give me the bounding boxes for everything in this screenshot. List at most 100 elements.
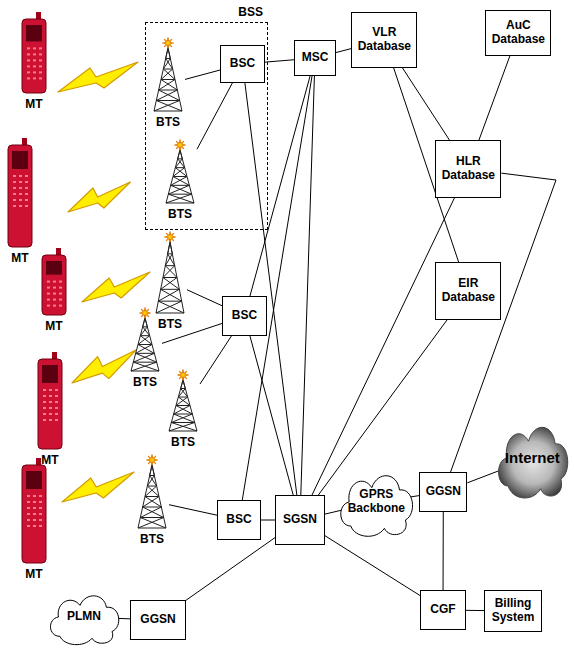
shape-part	[136, 353, 155, 354]
shape-part	[498, 427, 567, 498]
node-label: AuC Database	[490, 19, 546, 47]
shape-part	[39, 519, 42, 521]
connector-line	[250, 76, 310, 296]
shape-part	[39, 71, 42, 73]
shape-part	[133, 362, 156, 363]
shape-part	[131, 371, 159, 372]
shape-part	[39, 501, 42, 503]
shape-part	[39, 77, 42, 79]
shape-part	[43, 407, 46, 409]
mobile-phone-symbol	[18, 12, 50, 94]
node-label: GPRS Backbone	[344, 488, 408, 516]
shape-part	[165, 265, 174, 266]
shape-part	[163, 277, 177, 278]
shape-part	[173, 176, 187, 177]
shape-part	[53, 305, 56, 307]
shape-part	[27, 71, 30, 73]
node-label: MSC	[302, 51, 329, 65]
node-label: BTS	[133, 374, 157, 390]
bts-tower-symbol	[166, 370, 200, 432]
shape-part	[19, 199, 22, 201]
network-element-box: AuC Database	[485, 10, 551, 56]
mobile-phone-symbol	[4, 138, 36, 248]
node-label: GGSN	[140, 613, 175, 627]
shape-part	[158, 301, 184, 313]
node-label: SGSN	[283, 513, 317, 527]
shape-part	[145, 318, 147, 327]
node-label: GGSN	[426, 485, 461, 499]
shape-part	[161, 278, 177, 290]
shape-part	[25, 205, 28, 207]
bts-tower-node: BTS	[151, 38, 185, 130]
network-cloud: GPRS Backbone	[334, 466, 418, 538]
shape-part	[140, 336, 152, 345]
shape-part	[13, 199, 16, 201]
mobile-phone-symbol	[38, 248, 70, 316]
shape-part	[39, 495, 42, 497]
shape-part	[33, 65, 36, 67]
shape-part	[39, 59, 42, 61]
shape-part	[175, 159, 182, 168]
bts-tower-node: BTS	[153, 232, 187, 332]
shape-part	[175, 167, 184, 168]
shape-part	[171, 185, 192, 194]
shape-part	[53, 293, 56, 295]
network-element-box: BSC	[217, 500, 261, 540]
shape-part	[33, 71, 36, 73]
shape-part	[25, 181, 28, 183]
bts-tower-symbol	[135, 455, 169, 529]
shape-part	[183, 380, 185, 389]
mobile-terminal-node: MT	[38, 248, 70, 334]
shape-part	[178, 389, 185, 398]
mobile-phone-symbol	[18, 458, 50, 564]
shape-part	[154, 111, 182, 112]
shape-part	[159, 80, 175, 91]
lightning-bolt	[62, 472, 134, 502]
shape-part	[33, 77, 36, 79]
shape-part	[27, 65, 30, 67]
shape-part	[13, 205, 16, 207]
node-label: BTS	[168, 206, 192, 222]
shape-part	[33, 525, 36, 527]
shape-part	[26, 471, 42, 489]
shape-part	[143, 507, 164, 518]
bts-tower-symbol	[163, 140, 197, 204]
shape-part	[140, 308, 151, 319]
shape-part	[53, 281, 56, 283]
node-label: MT	[41, 452, 58, 468]
shape-part	[176, 405, 190, 406]
shape-part	[39, 507, 42, 509]
shape-part	[176, 397, 188, 406]
network-element-box: MSC	[294, 40, 336, 76]
shape-part	[25, 193, 28, 195]
shape-part	[161, 69, 173, 80]
shape-part	[13, 193, 16, 195]
node-label: CGF	[430, 603, 455, 617]
shape-part	[46, 261, 62, 275]
shape-part	[154, 101, 180, 112]
network-cloud: PLMN	[44, 588, 124, 646]
shape-part	[147, 455, 158, 466]
shape-part	[140, 517, 163, 518]
mobile-terminal-node: MT	[4, 138, 36, 266]
shape-part	[47, 293, 50, 295]
bts-tower-symbol	[151, 38, 185, 112]
bts-tower-symbol	[128, 308, 162, 372]
connector-line	[245, 83, 297, 495]
connector-line	[242, 76, 312, 500]
node-label: MT	[25, 96, 42, 112]
group-heading: BSS	[238, 6, 263, 20]
connector-line	[187, 290, 222, 306]
bts-tower-node: BTS	[135, 455, 169, 547]
shape-part	[161, 289, 182, 301]
bts-tower-symbol	[153, 232, 187, 314]
shape-part	[152, 465, 154, 476]
shape-part	[140, 335, 149, 336]
shape-part	[138, 528, 166, 529]
shape-part	[156, 234, 184, 313]
shape-part	[156, 90, 177, 101]
shape-part	[33, 513, 36, 515]
network-element-box: SGSN	[275, 495, 325, 545]
shape-part	[13, 181, 16, 183]
